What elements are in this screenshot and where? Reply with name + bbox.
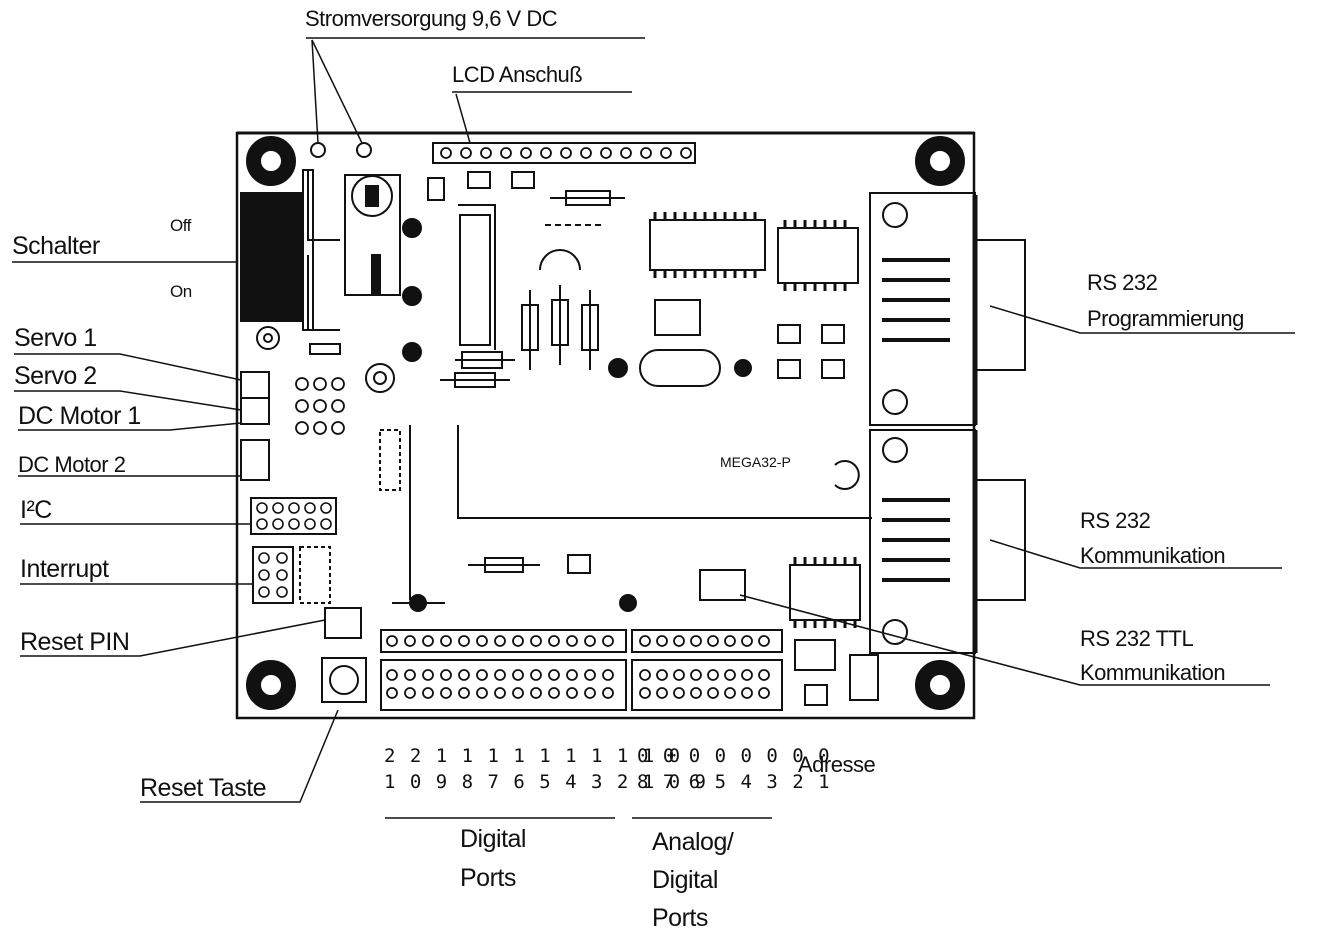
- servo2-connector: [240, 397, 270, 425]
- label-analog-3: Ports: [652, 904, 708, 932]
- mounting-hole-bl: [246, 660, 296, 710]
- mounting-hole-tr: [915, 136, 965, 186]
- switch-body: [240, 192, 302, 322]
- label-off: Off: [170, 216, 191, 235]
- address-analog-tens: 0 0 0 0 0 0 0 0: [637, 745, 832, 767]
- reset-pin-header: [324, 607, 362, 639]
- leader-rs232ttl: [739, 594, 1270, 686]
- label-rs232prog-2: Programmierung: [1087, 306, 1244, 331]
- digital-port-header: [380, 659, 627, 711]
- label-analog-1: Analog/: [652, 828, 734, 856]
- leader-resetpin: [20, 619, 326, 657]
- label-switch: Schalter: [12, 232, 100, 260]
- i2c-header: [250, 497, 337, 535]
- label-rs232comm-1: RS 232: [1080, 508, 1151, 533]
- label-resetpin: Reset PIN: [20, 628, 130, 656]
- label-lcd: LCD Anschuß: [452, 62, 583, 87]
- board-name: MEGA32-P: [720, 454, 791, 470]
- leader-resettaste: [140, 709, 339, 803]
- servo1-connector: [240, 371, 270, 399]
- label-analog-2: Digital: [652, 866, 718, 894]
- leader-servo2: [14, 390, 242, 411]
- address-analog-units: 8 7 6 5 4 3 2 1: [637, 771, 832, 793]
- address-digital-tens: 2 2 1 1 1 1 1 1 1 1 1 0: [384, 745, 682, 767]
- dcmotor2-connector: [240, 439, 270, 481]
- rs232-prog-connector: [869, 192, 976, 426]
- analog-port-header-top: [631, 629, 783, 653]
- label-i2c: I²C: [20, 496, 52, 524]
- address-digital-units: 1 0 9 8 7 6 5 4 3 2 1 0 9: [384, 771, 708, 793]
- leader-rs232prog: [989, 305, 1295, 334]
- label-on: On: [170, 282, 192, 301]
- label-resettaste: Reset Taste: [140, 774, 267, 802]
- label-rs232ttl-2: Kommunikation: [1080, 660, 1226, 685]
- leader-dcmotor1: [18, 422, 242, 431]
- mounting-hole-br: [915, 660, 965, 710]
- digital-port-header-top: [380, 629, 627, 653]
- ic-chip-2: [777, 227, 859, 284]
- label-address: Adresse: [798, 752, 876, 777]
- label-dcmotor2: DC Motor 2: [18, 452, 126, 477]
- mounting-hole-tl: [246, 136, 296, 186]
- leader-servo1: [14, 353, 242, 381]
- label-servo1: Servo 1: [14, 324, 97, 352]
- label-rs232comm-2: Kommunikation: [1080, 543, 1226, 568]
- label-digital-2: Ports: [460, 864, 516, 892]
- label-rs232prog-1: RS 232: [1087, 270, 1158, 295]
- analog-port-header: [631, 659, 783, 711]
- reset-button: [321, 657, 367, 703]
- label-rs232ttl-1: RS 232 TTL: [1080, 626, 1194, 651]
- lcd-header: [432, 142, 696, 164]
- label-digital-1: Digital: [460, 825, 526, 853]
- interrupt-header: [252, 546, 294, 604]
- label-servo2: Servo 2: [14, 362, 97, 390]
- leader-rs232comm: [989, 539, 1282, 569]
- label-dcmotor1: DC Motor 1: [18, 402, 141, 430]
- ic-chip-1: [649, 219, 766, 271]
- label-interrupt: Interrupt: [20, 555, 109, 583]
- label-power: Stromversorgung 9,6 V DC: [305, 6, 558, 31]
